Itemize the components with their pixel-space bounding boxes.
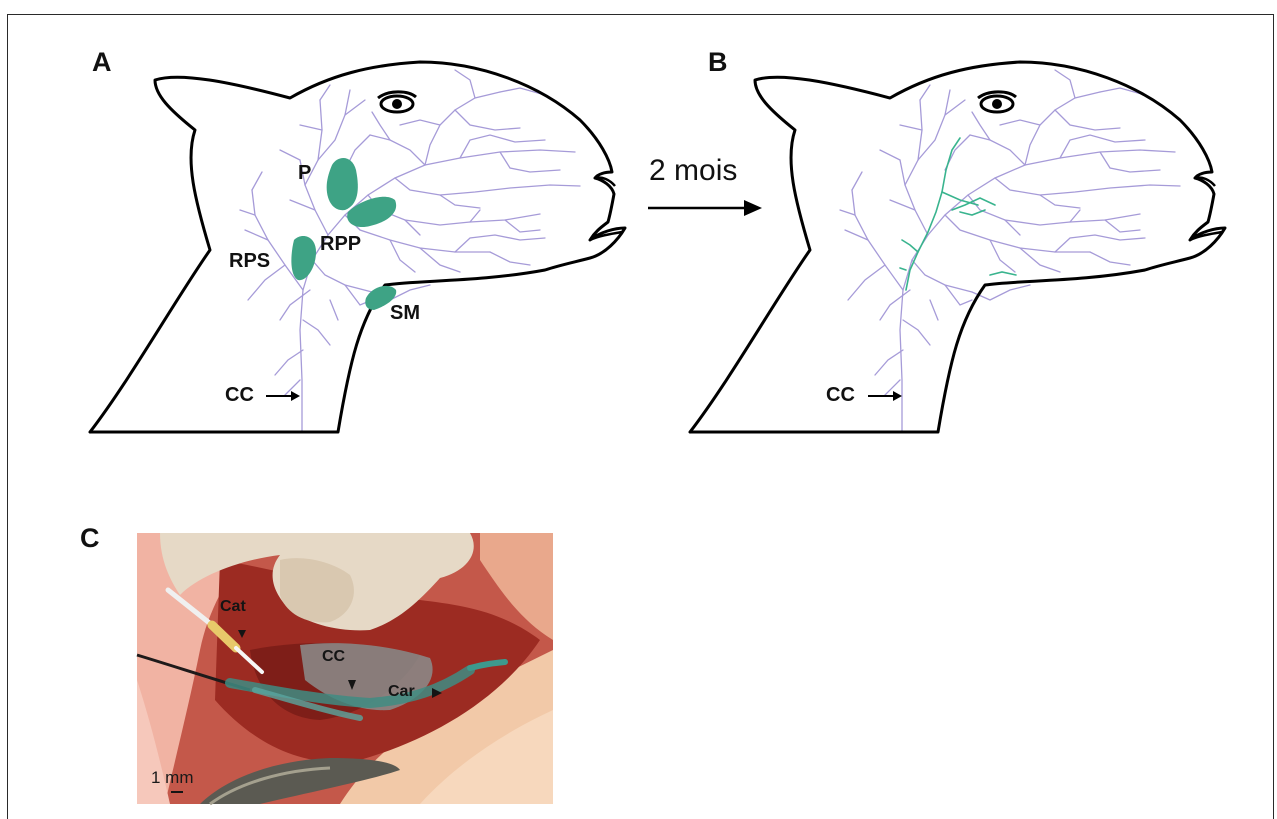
- panel-c-photo: [137, 533, 553, 804]
- panel-a-letter: A: [92, 47, 112, 78]
- right-arrow-icon: [648, 200, 762, 216]
- transition-label: 2 mois: [649, 154, 737, 188]
- label-cc-b: CC: [826, 384, 855, 407]
- label-p: P: [298, 162, 311, 185]
- label-rps: RPS: [229, 250, 270, 273]
- panel-c-letter: C: [80, 523, 100, 554]
- panel-b-letter: B: [708, 47, 728, 78]
- label-cat: Cat: [220, 598, 246, 616]
- label-cc-c: CC: [322, 648, 345, 666]
- label-cc-a: CC: [225, 384, 254, 407]
- label-car: Car: [388, 683, 415, 701]
- label-rpp: RPP: [320, 233, 361, 256]
- scale-bar-label: 1 mm: [151, 768, 194, 788]
- lymph-node-rps: [291, 236, 316, 280]
- lymph-node-p: [327, 158, 358, 210]
- panel-b-drawing: [690, 62, 1225, 432]
- label-sm: SM: [390, 302, 420, 325]
